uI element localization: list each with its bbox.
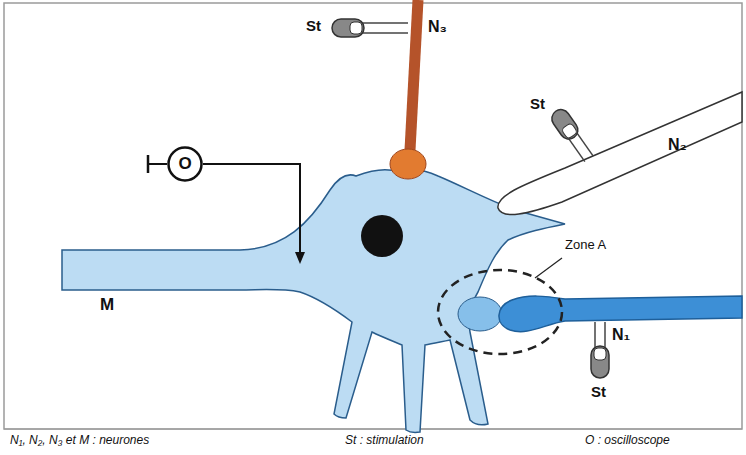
oscilloscope-circle: O: [167, 146, 203, 182]
part-label: St: [306, 18, 321, 35]
postsynaptic-zone: [458, 297, 502, 331]
part-label: M: [100, 296, 114, 315]
zone-label: Zone A: [565, 238, 606, 252]
stimulator-n3: [332, 19, 408, 37]
node-text: O: [178, 154, 191, 174]
part-label: N₂: [668, 136, 687, 154]
legend-entry: St : stimulation: [345, 434, 424, 447]
part-label: N₃: [428, 18, 447, 36]
n3-terminal: [390, 149, 426, 179]
stimulator-n2: [548, 106, 596, 164]
legend-entry: N₁, N₂, N₃ et M : neurones: [10, 434, 149, 447]
frame-rule: [4, 429, 742, 430]
leader-line: [535, 258, 562, 278]
part-label: St: [530, 96, 545, 113]
part-label: St: [591, 384, 606, 401]
n2-axon: [498, 92, 742, 215]
oscilloscope-circle-shape: [169, 148, 202, 181]
legend-entry: O : oscilloscope: [585, 434, 670, 447]
postsynaptic-neuron: [62, 170, 565, 432]
n3-axon: [410, 0, 418, 150]
stimulator-n1: [591, 322, 609, 378]
nucleus: [361, 215, 403, 257]
part-label: N₁: [612, 326, 630, 344]
zone-a-outline: [438, 270, 562, 354]
